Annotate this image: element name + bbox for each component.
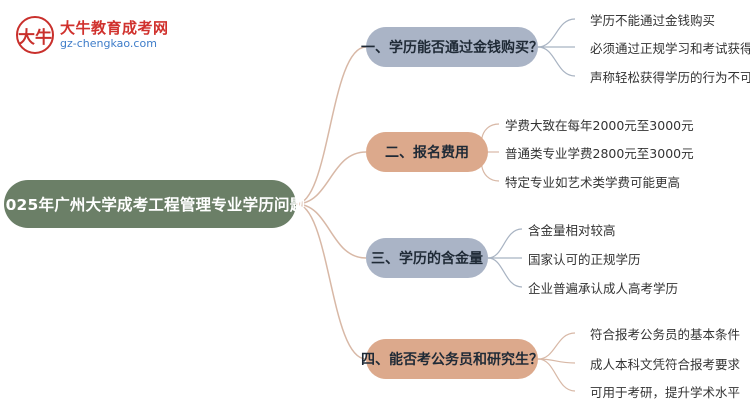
brand-url: gz-chengkao.com — [60, 37, 157, 50]
leaf-4-3: 可用于考研，提升学术水平 — [590, 385, 741, 400]
connector-b1-leaf-3 — [537, 46, 576, 77]
connector-b3-leaf-3 — [487, 257, 523, 288]
leaf-4-1: 符合报考公务员的基本条件 — [590, 327, 741, 342]
brand-logo[interactable]: 大牛 大牛教育成考网 gz-chengkao.com — [16, 14, 169, 58]
connector-root-branch-2 — [295, 151, 367, 205]
connector-b3-leaf-1 — [487, 228, 523, 259]
leaf-1-2: 必须通过正规学习和考试获得 — [590, 41, 750, 56]
leaf-4-2: 成人本科文凭符合报考要求 — [590, 357, 741, 372]
leaf-1-3: 声称轻松获得学历的行为不可信 — [590, 70, 750, 85]
branch-node-3: 三、学历的含金量 — [366, 238, 488, 278]
leaf-2-3: 特定专业如艺术类学费可能更高 — [505, 175, 681, 190]
root-node: 2025年广州大学成考工程管理专业学历问题 — [0, 180, 305, 228]
leaf-3-1: 含金量相对较高 — [528, 223, 616, 238]
branch-node-1: 一、学历能否通过金钱购买？ — [361, 27, 543, 67]
leaf-2-1: 学费大致在每年2000元至3000元 — [505, 118, 694, 133]
leaf-3-3: 企业普遍承认成人高考学历 — [528, 281, 679, 296]
connector-b4-leaf-3 — [537, 358, 576, 392]
leaf-3-2: 国家认可的正规学历 — [528, 252, 641, 267]
branch-node-2: 二、报名费用 — [366, 132, 488, 172]
leaf-2-2: 普通类专业学费2800元至3000元 — [505, 146, 694, 161]
brand-mark-icon: 大牛 — [16, 16, 54, 54]
connector-b4-leaf-1 — [537, 332, 576, 360]
brand-name: 大牛教育成考网 — [60, 19, 169, 37]
leaf-1-1: 学历不能通过金钱购买 — [590, 13, 716, 28]
connector-root-branch-4 — [295, 203, 367, 360]
connector-b1-leaf-1 — [537, 18, 576, 48]
connector-root-branch-3 — [295, 203, 367, 259]
connector-root-branch-1 — [295, 46, 367, 205]
branch-node-4: 四、能否考公务员和研究生？ — [361, 339, 543, 379]
